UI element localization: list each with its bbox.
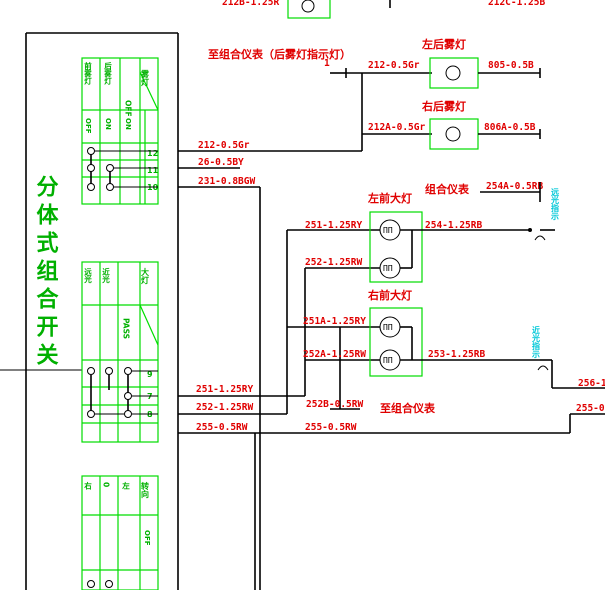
top-lamp-symbol xyxy=(301,0,315,13)
to-combo-meter: 至组合仪表 xyxy=(380,401,436,415)
wire-label-26: 26-0.5BY xyxy=(198,157,244,168)
headlamp-col1: 远光 xyxy=(83,268,92,285)
switch-table-fog: 雾灯 前雾灯 后雾灯 OFF OFF ON ON 12 11 10 xyxy=(81,57,159,205)
right-headlamp-label: 右前大灯 xyxy=(367,288,412,302)
turn-header: 转向 xyxy=(141,481,150,499)
svg-text:ΠΠ: ΠΠ xyxy=(383,226,393,235)
svg-text:OFF: OFF xyxy=(84,118,92,134)
combo-switch-title: 分体式组合开关 xyxy=(33,175,59,371)
wire-label-231: 231-0.8BGW xyxy=(198,176,255,187)
left-headlamp: 左前大灯 ΠΠ ΠΠ 254-1.25RB xyxy=(367,191,530,283)
svg-text:ΠΠ: ΠΠ xyxy=(383,264,393,273)
turn-col3: 左 xyxy=(121,481,130,491)
fog-col2: 后雾灯 xyxy=(103,61,112,86)
low-beam-indicator-connector: 近光指示 xyxy=(532,325,605,389)
wire-label-252b: 252B-0.5RW xyxy=(306,399,363,410)
wire-label-805: 805-0.5B xyxy=(488,60,534,71)
wire-label-252: 252-1.25RW xyxy=(196,402,253,413)
wire-label-251: 251-1.25RY xyxy=(196,384,253,395)
headlamp-col3: PASS xyxy=(122,318,131,339)
wire-label-251-head: 251-1.25RY xyxy=(305,220,362,231)
fog-indicator-note: 至组合仪表（后雾灯指示灯） xyxy=(208,47,351,61)
right-rear-fog-label: 右后雾灯 xyxy=(421,99,466,113)
switch-table-turn: 转向 右 0 左 OFF xyxy=(81,475,159,590)
left-headlamp-label: 左前大灯 xyxy=(367,191,412,205)
left-rear-fog-label: 左后雾灯 xyxy=(421,37,466,51)
turn-col1: 右 xyxy=(83,481,92,491)
headlamp-pin-9: 9 xyxy=(147,370,153,379)
wire-label-255-right: 255-0.5RW xyxy=(305,422,357,433)
headlamp-header: 大灯 xyxy=(141,267,150,285)
wire-label-212-mid: 212-0.5Gr xyxy=(368,60,420,71)
svg-text:近光指示: 近光指示 xyxy=(532,325,541,359)
high-beam-indicator-connector: 远光指示 xyxy=(528,188,560,241)
wire-label-top-right: 212C-1.25B xyxy=(488,0,545,8)
wire-label-top-left: 212B-1.25R xyxy=(222,0,279,8)
wire-label-212a: 212A-0.5Gr xyxy=(368,122,425,133)
svg-text:ΠΠ: ΠΠ xyxy=(383,356,393,365)
wire-label-255-edge: 255-0 xyxy=(576,403,605,414)
left-rear-fog-lamp: 左后雾灯 212-0.5Gr 805-0.5B xyxy=(368,37,541,89)
combo-meter-label: 组合仪表 xyxy=(425,182,470,196)
top-lamp-box xyxy=(287,0,331,19)
wire-label-254a: 254A-0.5RB xyxy=(486,181,543,192)
headlamp-col2: 近光 xyxy=(101,267,110,285)
wire-label-254: 254-1.25RB xyxy=(425,220,482,231)
svg-text:1: 1 xyxy=(324,58,330,69)
wire-label-252-head: 252-1.25RW xyxy=(305,257,362,268)
fog-col3: OFF xyxy=(124,100,133,117)
fog-pin-12: 12 xyxy=(147,149,158,158)
switch-table-headlamp: 大灯 远光 近光 PASS 9 7 8 xyxy=(81,261,159,443)
wire-label-251a: 251A-1.25RY xyxy=(303,316,366,327)
svg-text:ON: ON xyxy=(104,118,112,130)
fog-header: 雾灯 xyxy=(140,69,150,87)
svg-text:ΠΠ: ΠΠ xyxy=(383,323,393,332)
wire-label-806a: 806A-0.5B xyxy=(484,122,536,133)
svg-text:分体式组合开关: 分体式组合开关 xyxy=(33,175,59,371)
turn-pin-label: OFF xyxy=(143,530,151,546)
wire-label-212: 212-0.5Gr xyxy=(198,140,250,151)
wire-label-252a: 252A-1.25RW xyxy=(303,349,366,360)
right-rear-fog-lamp: 右后雾灯 212A-0.5Gr 806A-0.5B xyxy=(368,99,541,150)
wire-label-253: 253-1.25RB xyxy=(428,349,485,360)
fog-col1: 前雾灯 xyxy=(83,61,92,86)
right-headlamp: 右前大灯 ΠΠ ΠΠ 253-1.25RB xyxy=(367,288,540,377)
svg-text:ON: ON xyxy=(124,118,132,130)
wire-label-255: 255-0.5RW xyxy=(196,422,248,433)
svg-text:远光指示: 远光指示 xyxy=(551,188,560,221)
wire-label-256: 256-1. xyxy=(578,378,605,389)
fog-pin-11: 11 xyxy=(147,166,159,175)
turn-col2: 0 xyxy=(102,482,111,487)
